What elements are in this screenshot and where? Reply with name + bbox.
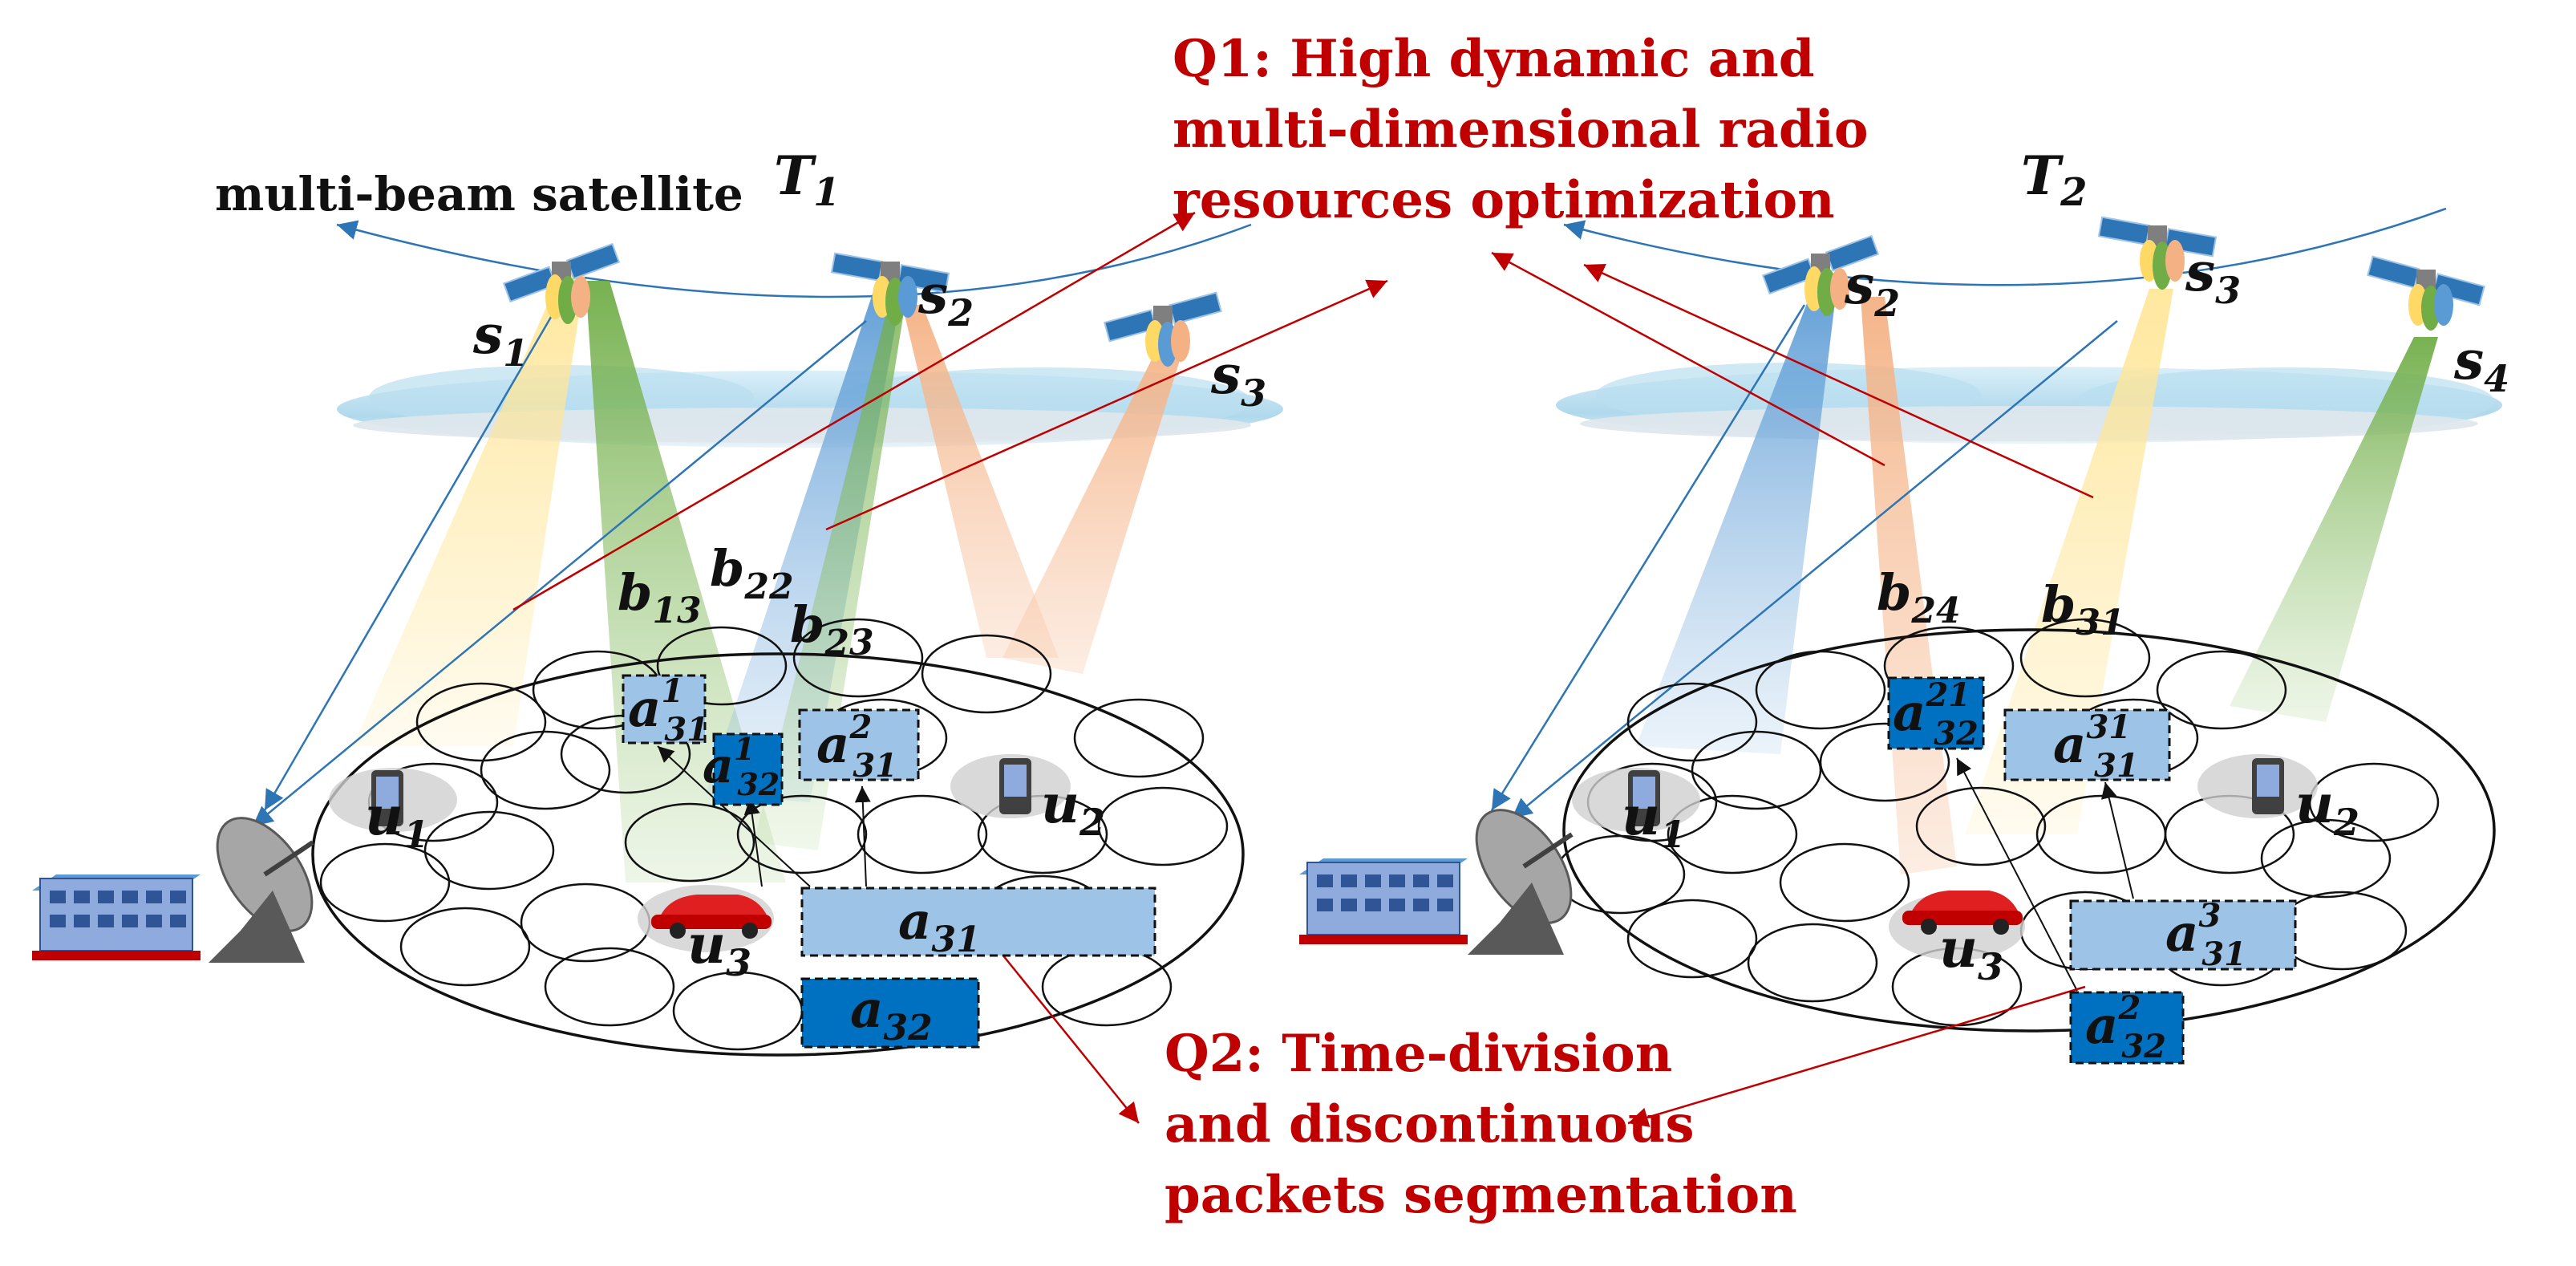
q1-arrow [1491,251,1885,467]
q2-arrow [1627,985,2086,1127]
satellite-icon [830,252,950,326]
satellite-icon [1104,291,1222,367]
packet-box [798,708,920,781]
beam-yellow [353,273,585,746]
beam-green-2 [754,297,906,850]
phone-icon [1628,770,1660,826]
pointer-arrow [2100,781,2134,899]
q1-arrow [825,279,1388,531]
satellite-label: s2 [917,263,974,335]
satellite-label: s4 [2453,329,2509,400]
packet-box [622,674,707,745]
ground-station-icon [32,874,200,960]
orbit-arc [1563,207,2447,286]
satellite-dish-icon [209,817,314,963]
user-label: u3 [687,913,751,984]
link-line [252,320,867,827]
title-label: multi-beam satellite [215,167,743,221]
q1-line2: multi-dimensional radio [1173,99,1869,160]
user-label: u1 [1622,785,1686,856]
satellite-icon [502,242,621,324]
beam-blue [1636,289,1837,754]
q1-line1: Q1: High dynamic and [1173,29,1815,89]
packet-label: a31 [898,891,981,960]
user-label: u2 [2295,773,2359,844]
q2-arrow [1002,954,1140,1124]
packet-label: a32 [850,980,933,1049]
q2-line2: and discontinuous [1164,1094,1695,1154]
beam-label: b24 [1877,563,1961,631]
q1-line3: resources optimization [1173,170,1835,230]
pointer-arrow [657,745,811,887]
user-label: u2 [1041,773,1105,844]
satellite-icon [2097,216,2218,290]
pointer-arrow [854,785,871,887]
beam-green [2230,337,2438,722]
time-label-right: T2 [2021,144,2088,215]
q1-arrow [512,211,1196,611]
left-panel [32,211,1388,1124]
satellite-icon [2367,255,2485,331]
packet-box [2069,899,2297,971]
user-label: u3 [1939,917,2003,988]
q1-arrow [1583,263,2094,499]
packet-box [712,732,784,806]
packet-box [2069,991,2185,1065]
packet-box [1887,676,1985,750]
time-label-left: T1 [774,144,840,215]
beam-label: b22 [710,539,794,607]
right-panel [1299,207,2502,1127]
beam-label: b31 [2041,575,2125,643]
pointer-arrow [1956,757,2078,992]
car-icon [1902,891,2023,935]
beam-orange [902,305,1059,658]
link-line [1511,320,2118,819]
beam-label: b23 [790,595,874,663]
pointer-arrow [743,797,763,887]
beam-label: b13 [618,563,702,631]
car-icon [651,895,772,939]
q2-line1: Q2: Time-division [1164,1024,1672,1084]
packet-box [2003,708,2171,781]
satellite-label: s1 [472,303,529,375]
orbit-arc [336,220,1252,298]
link-line [1490,304,1806,811]
phone-icon [999,758,1031,814]
phone-icon [371,770,403,826]
phone-icon [2252,758,2284,814]
link-line [263,312,555,811]
q2-line3: packets segmentation [1164,1165,1797,1225]
beam-yellow [1965,289,2173,834]
satellite-label: s3 [1210,343,1266,415]
ground-station-icon [1299,858,1468,944]
beam-blue [706,289,902,802]
satellite-dish-icon [1468,809,1574,955]
packet-box [800,887,1156,957]
beam-orange-2 [1002,337,1187,674]
packet-box [800,977,980,1049]
satellite-label: s2 [1844,254,1900,325]
cloud-layer [1556,363,2502,444]
user-label: u1 [365,785,429,856]
satellite-icon [1761,234,1880,316]
satellite-label: s3 [2185,241,2241,312]
